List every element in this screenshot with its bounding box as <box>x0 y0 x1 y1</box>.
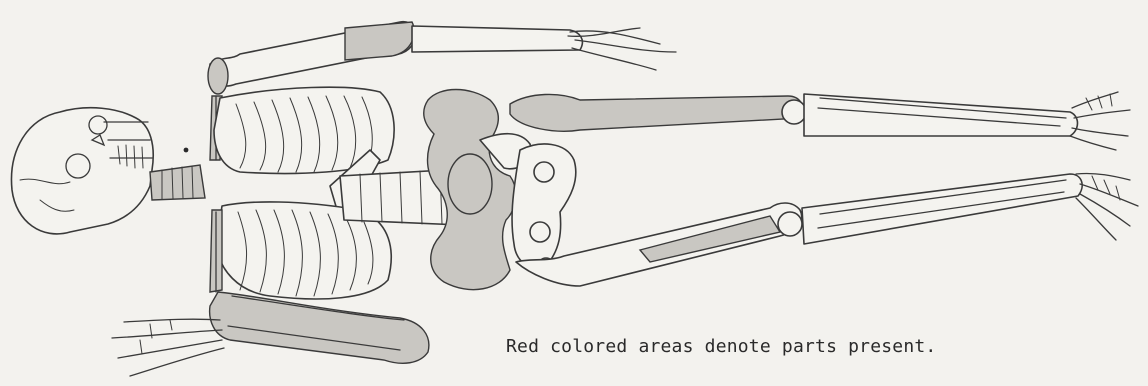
skull <box>11 108 153 234</box>
upper-arm-top <box>208 22 676 94</box>
femur-top <box>510 92 1130 150</box>
legend-caption: Red colored areas denote parts present. <box>506 336 936 357</box>
ink-dot <box>184 148 189 153</box>
femur-bottom <box>516 173 1138 286</box>
cervical-spine <box>150 165 205 200</box>
